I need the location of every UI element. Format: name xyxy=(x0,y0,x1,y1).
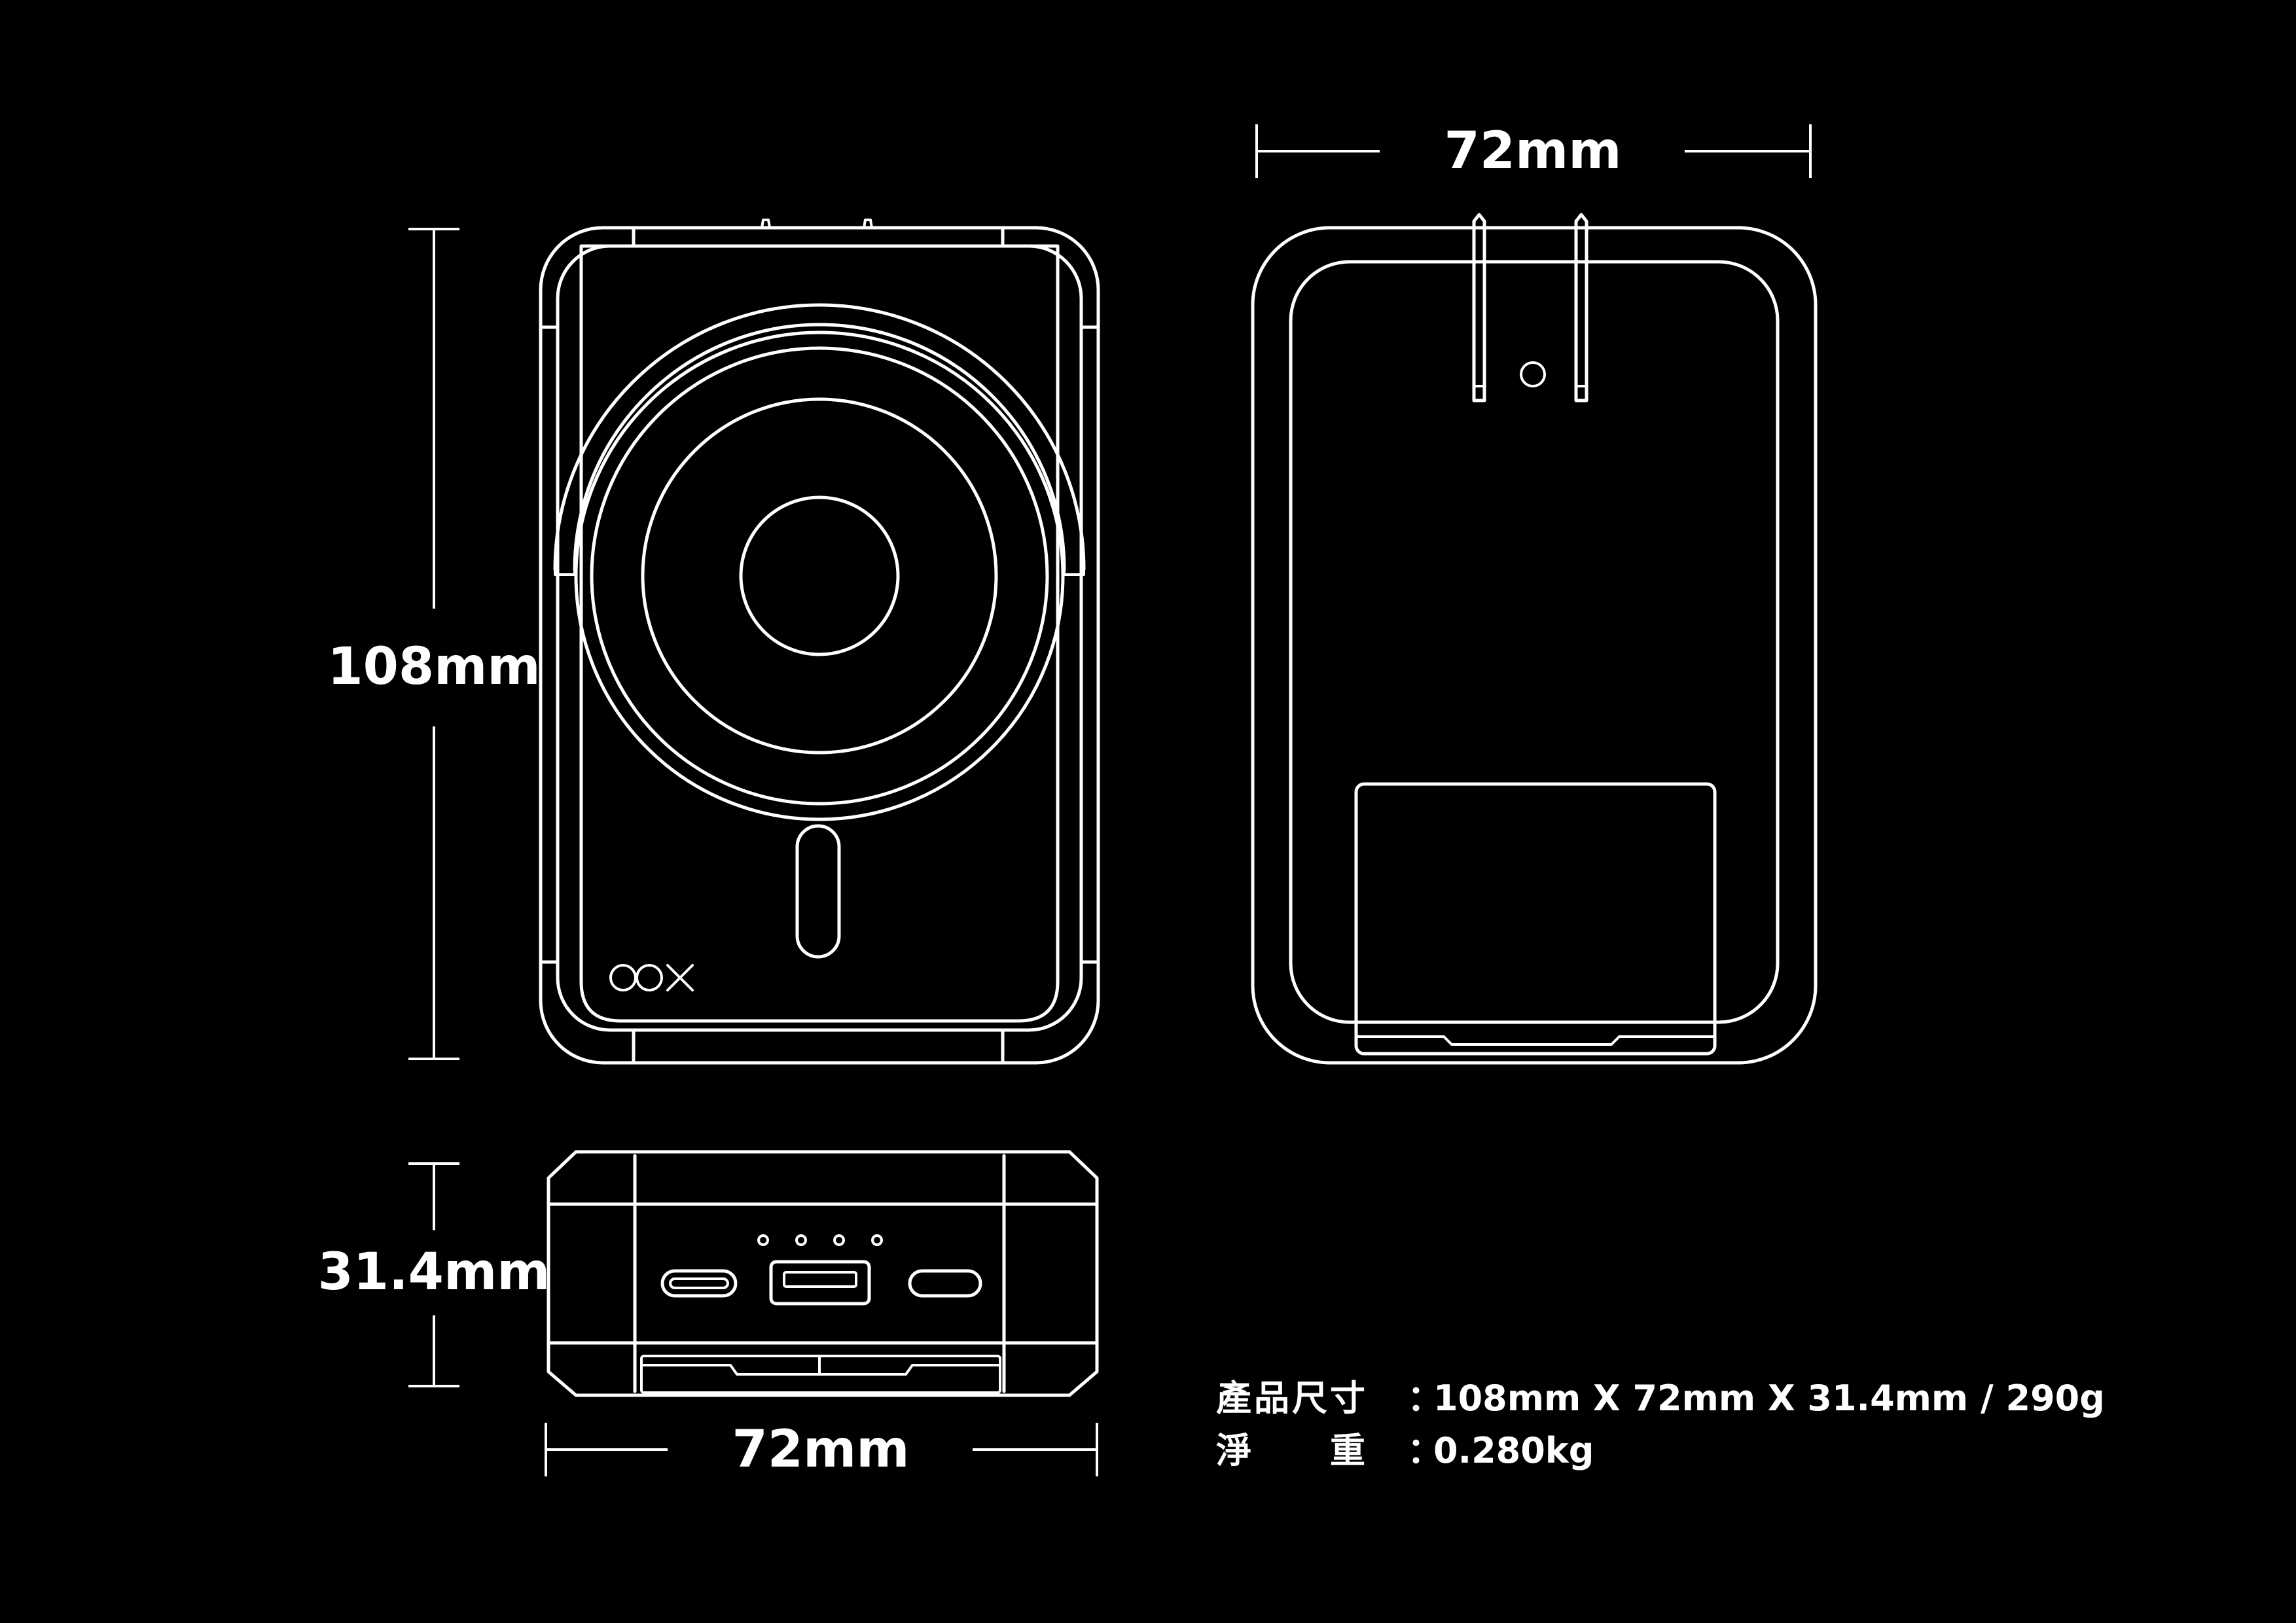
usb-c-port-left xyxy=(660,1269,738,1298)
dim-width-top: 72mm xyxy=(1255,122,1812,181)
oox-logo xyxy=(609,964,694,991)
plug-prongs xyxy=(1472,213,1588,402)
spec-row-weight: 淨 重 ：0.280kg xyxy=(1216,1421,1594,1473)
dim-depth: 31.4mm xyxy=(318,1162,550,1387)
spec-key: 產品尺寸 xyxy=(1216,1378,1368,1419)
spec-sep: ： xyxy=(1407,1378,1443,1419)
depth-label: 31.4mm xyxy=(318,1243,550,1302)
width-top-label: 72mm xyxy=(1444,122,1621,181)
width-bottom-label: 72mm xyxy=(732,1420,909,1479)
usb-a-port xyxy=(769,1260,871,1306)
spec-value: 108mm X 72mm X 31.4mm / 290g xyxy=(1433,1378,2105,1419)
spec-sep: ： xyxy=(1407,1430,1443,1471)
spec-key: 淨 重 xyxy=(1216,1430,1368,1471)
spec-row-size: 產品尺寸 ：108mm X 72mm X 31.4mm / 290g xyxy=(1216,1369,2105,1421)
dim-height: 108mm xyxy=(327,228,541,1060)
dim-width-bottom: 72mm xyxy=(545,1420,1098,1479)
back-view xyxy=(1251,213,1818,1065)
height-label: 108mm xyxy=(327,637,540,696)
front-view xyxy=(539,219,1100,1065)
usb-c-port-right xyxy=(908,1269,982,1298)
bottom-view xyxy=(547,1150,1099,1397)
spec-value: 0.280kg xyxy=(1433,1430,1594,1471)
